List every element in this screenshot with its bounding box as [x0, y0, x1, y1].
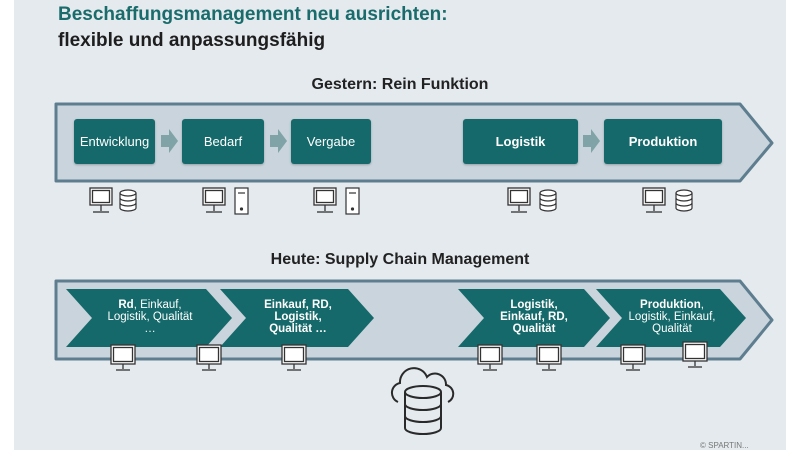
- step-box-produktion: Produktion: [604, 119, 722, 164]
- monitor-icon: [281, 344, 307, 371]
- monitor-icon: [477, 344, 503, 371]
- chevron-label-2: Einkauf, RD, Logistik, Qualität …: [242, 299, 354, 335]
- chevron-3-line1: Logistik,: [510, 299, 558, 311]
- monitor-icon: [642, 187, 666, 213]
- copyright-text: © SPARTIN...: [700, 441, 749, 450]
- chevron-2-line2: Logistik,: [274, 311, 322, 323]
- chevron-step-1: [66, 289, 232, 347]
- chevron-2-line1: Einkauf, RD,: [264, 299, 332, 311]
- tower-pc-icon: [234, 187, 249, 215]
- chevron-4-bold: Produktion: [640, 299, 701, 311]
- chevron-3-line2: Einkauf, RD,: [500, 311, 568, 323]
- monitor-icon: [620, 344, 646, 371]
- section-heading-heute: Heute: Supply Chain Management: [270, 251, 530, 268]
- chevron-label-4: Produktion, Logistik, Einkauf, Qualität: [614, 299, 730, 335]
- database-icon: [539, 189, 557, 212]
- connector-arrow: [161, 129, 178, 153]
- chevron-1-rest: , Einkauf,: [133, 299, 182, 311]
- connector-arrow: [583, 129, 600, 153]
- database-icon: [119, 189, 137, 212]
- step-box-entwicklung: Entwicklung: [74, 119, 155, 164]
- chevron-1-bold: Rd: [118, 299, 134, 311]
- step-box-vergabe: Vergabe: [291, 119, 371, 164]
- database-icon: [675, 189, 693, 212]
- chevron-4-line3: Qualität: [652, 323, 692, 335]
- step-box-bedarf: Bedarf: [182, 119, 264, 164]
- step-box-logistik: Logistik: [463, 119, 578, 164]
- monitor-icon: [536, 344, 562, 371]
- monitor-icon: [202, 187, 226, 213]
- tower-pc-icon: [345, 187, 360, 215]
- chevron-1-line3: …: [144, 323, 156, 335]
- chevron-4-line2: Logistik, Einkauf,: [628, 311, 716, 323]
- connector-arrow: [270, 129, 287, 153]
- chevron-3-line3: Qualität: [512, 323, 556, 335]
- page-subtitle: flexible und anpassungsfähig: [58, 30, 326, 51]
- cloud-database-icon: [390, 367, 455, 435]
- chevron-label-3: Logistik, Einkauf, RD, Qualität: [478, 299, 590, 335]
- chevron-step-3: [458, 289, 610, 347]
- chevron-4-rest: ,: [700, 299, 704, 311]
- monitor-icon: [682, 341, 708, 368]
- chevron-1-line2: Logistik, Qualität: [107, 311, 193, 323]
- chevron-label-1: Rd, Einkauf, Logistik, Qualität …: [92, 299, 208, 335]
- monitor-icon: [89, 187, 113, 213]
- monitor-icon: [313, 187, 337, 213]
- monitor-icon: [196, 344, 222, 371]
- section-heading-gestern: Gestern: Rein Funktion: [311, 76, 489, 93]
- chevron-step-4: [596, 289, 746, 347]
- chevron-step-2: [220, 289, 374, 347]
- page-title: Beschaffungsmanagement neu ausrichten:: [58, 4, 448, 25]
- background-panel: [14, 0, 786, 450]
- monitor-icon: [110, 344, 136, 371]
- monitor-icon: [507, 187, 531, 213]
- chevron-2-line3: Qualität …: [269, 323, 327, 335]
